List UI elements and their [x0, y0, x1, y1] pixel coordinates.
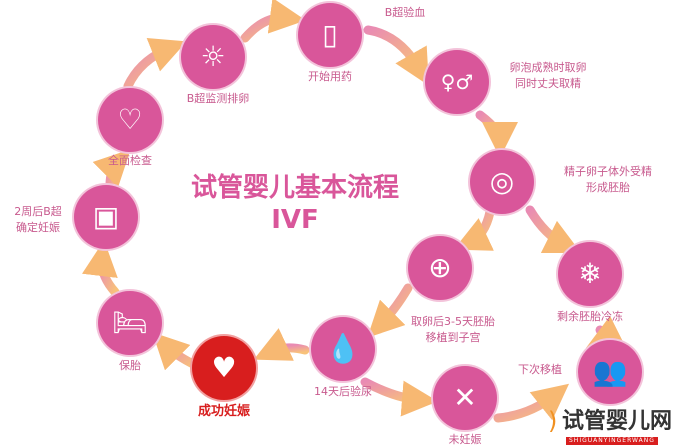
- gender-symbols-icon: ♀♂: [425, 50, 489, 114]
- medicine-bottle-icon: ▯: [298, 3, 362, 67]
- step-label: 全面检查: [108, 154, 152, 167]
- arrow-6: [453, 207, 495, 251]
- arrow-13: [82, 240, 120, 297]
- heart-pulse-icon: ♡: [98, 88, 162, 152]
- drop-icon: 💧: [311, 317, 375, 381]
- doctor-patient-icon: 👥: [578, 340, 642, 404]
- arrow-1: [123, 37, 187, 91]
- watermark-subtext: SHIGUANYINGERWANG: [566, 437, 658, 445]
- step-label: 取卵后3-5天胚胎移植到子宫: [411, 315, 495, 344]
- watermark-logo: ) 试管婴儿网 SHIGUANYINGERWANG: [548, 408, 688, 447]
- arrow-11: [253, 328, 310, 361]
- pregnant-heart-icon: ♥: [192, 336, 256, 400]
- arrow-9: [360, 377, 438, 417]
- step-label: 2周后B超确定妊娠: [14, 205, 62, 234]
- arrow-4: [475, 110, 518, 158]
- step-label: 剩余胚胎冷冻: [557, 310, 623, 323]
- arrow-14: [92, 149, 131, 190]
- embryo-hands-icon: ⊕: [408, 236, 472, 300]
- step-label: 开始用药: [308, 70, 352, 83]
- step-label: B超验血: [384, 6, 426, 19]
- arrow-3: [363, 25, 429, 86]
- arrow-8: [367, 283, 413, 338]
- snowflake-icon: ❄: [558, 242, 622, 306]
- step-label: 保胎: [119, 359, 141, 372]
- arrow-5: [525, 205, 582, 254]
- ultrasound-icon: ▣: [74, 185, 138, 249]
- step-label: 未妊娠: [448, 433, 482, 446]
- step-label: B超监测排卵: [186, 92, 250, 105]
- ovum-icon: ☼: [181, 25, 245, 89]
- arrow-2: [240, 0, 306, 43]
- not-pregnant-icon: ✕: [433, 366, 497, 430]
- step-label-success: 成功妊娠: [197, 404, 251, 419]
- sperm-egg-icon: ◎: [470, 150, 534, 214]
- watermark-text: 试管婴儿网: [562, 408, 673, 434]
- arrow-12: [152, 332, 200, 371]
- step-label: 下次移植: [518, 363, 562, 376]
- step-label: 精子卵子体外受精形成胚胎: [564, 165, 652, 194]
- step-label: 卵泡成熟时取卵同时丈夫取精: [509, 61, 587, 90]
- arrow-7: [585, 315, 627, 349]
- arrow-10: [493, 383, 570, 423]
- step-label: 14天后验尿: [314, 385, 372, 398]
- bed-rest-icon: 🛏: [98, 291, 162, 355]
- watermark-logo-icon: ): [548, 407, 558, 435]
